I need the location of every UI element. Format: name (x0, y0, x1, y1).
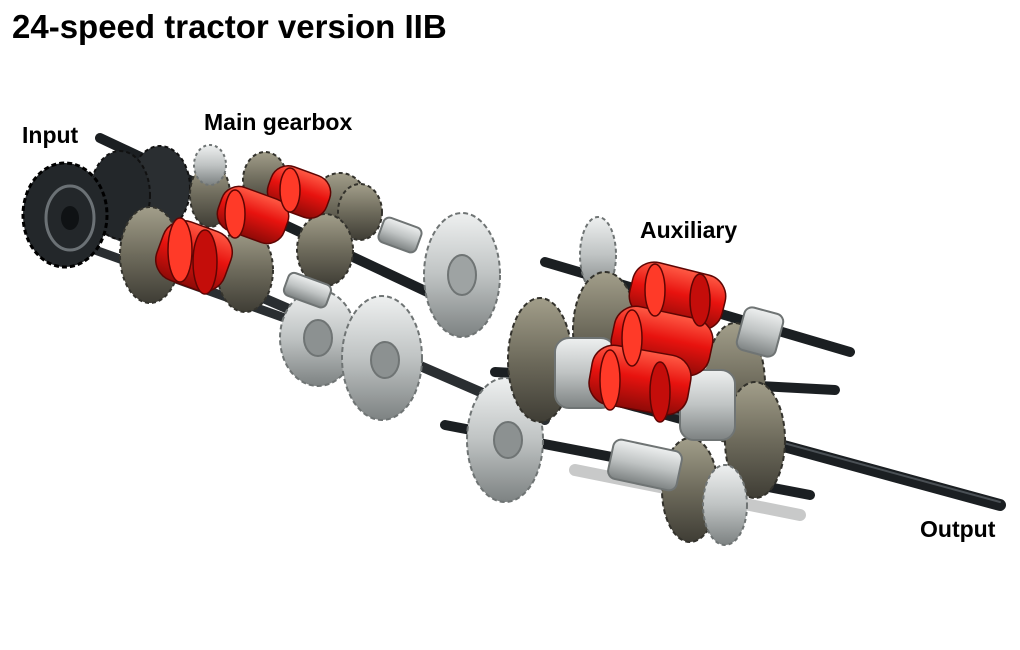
input-label: Input (22, 122, 79, 148)
auxiliary-red-clutches (588, 261, 727, 423)
diagram-title: 24-speed tractor version IIB (12, 8, 447, 45)
output-label: Output (920, 516, 996, 542)
auxiliary-label: Auxiliary (640, 217, 738, 243)
main-red-clutches (155, 165, 332, 295)
main-gearbox-label: Main gearbox (204, 109, 353, 135)
